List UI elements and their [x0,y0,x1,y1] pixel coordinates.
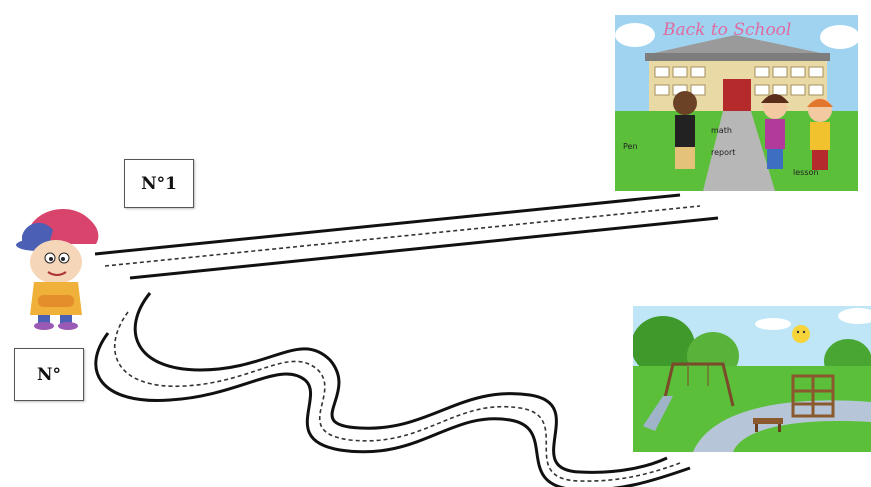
sun-icon [792,325,810,343]
route-two-label: N° [14,348,84,401]
school-kid-left [673,91,697,169]
park-scene-icon [633,306,871,452]
school-scribble-3: report [711,148,735,157]
school-scene-icon: Back to School [615,15,858,191]
school-scribble-2: math [711,126,732,135]
route-one-label: N°1 [124,159,194,208]
school-scribble-1: Pen [623,142,638,151]
winding-road [96,293,690,487]
kid-cap-icon [8,200,106,330]
school-scribble-4: lesson [793,168,818,177]
